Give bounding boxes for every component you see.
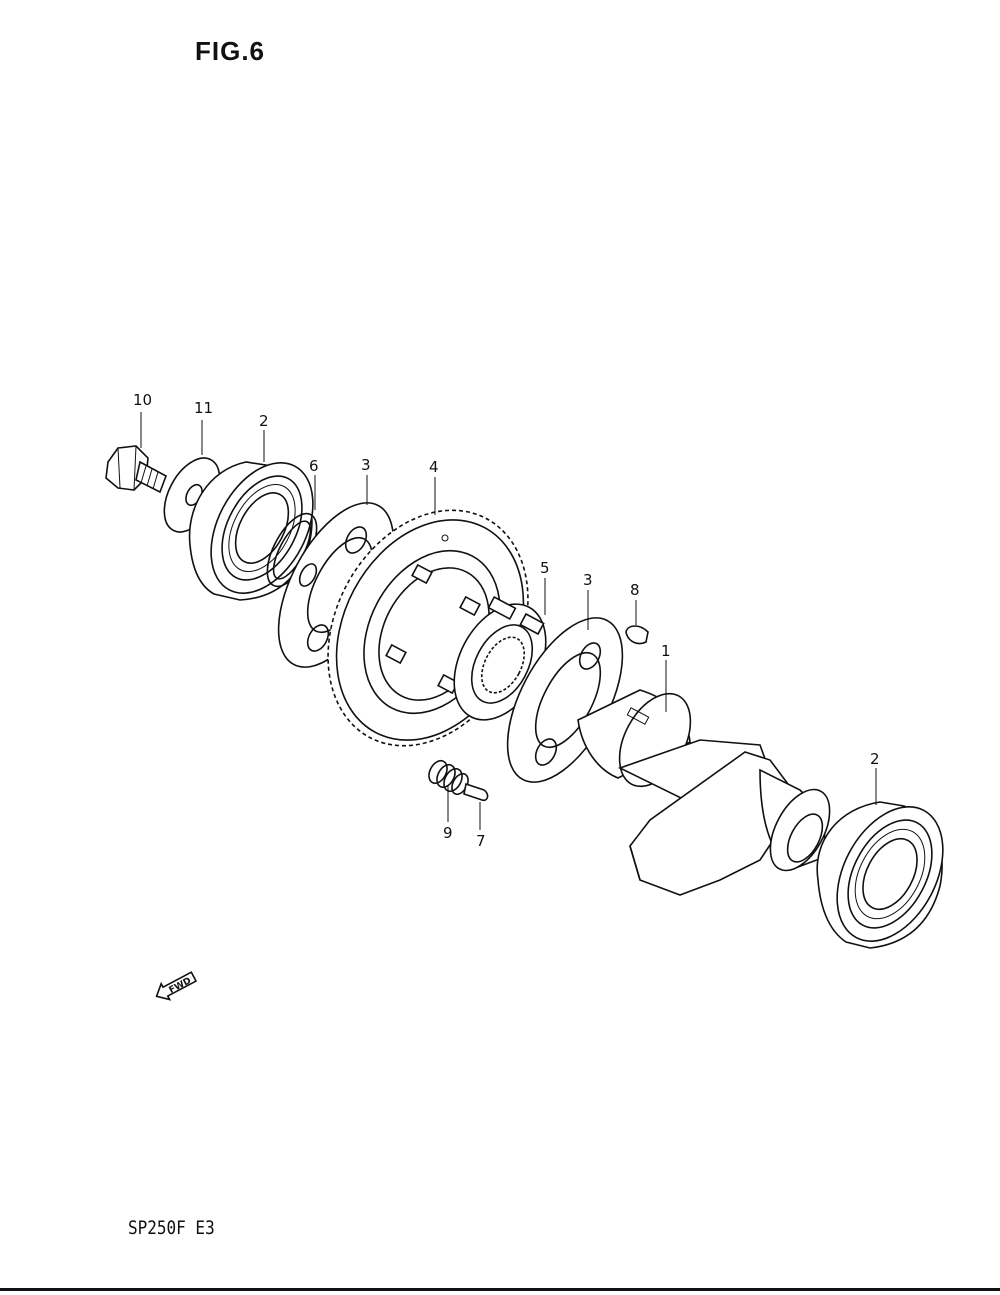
bolt-part [105,445,167,494]
bearing-left-part [188,461,314,601]
model-code: SP250F E3 [128,1216,215,1239]
bearing-right-part [816,801,944,949]
callout-9: 9 [443,824,453,842]
balancer-shaft-part [577,689,831,896]
callout-1: 1 [661,642,671,660]
pin-part [463,782,489,802]
forward-arrow-icon: FWD [155,971,198,1001]
figure-title: FIG.6 [195,36,266,66]
callout-4: 4 [429,458,439,476]
callout-2-left: 2 [259,412,269,430]
callout-10: 10 [133,391,152,409]
leader-lines [140,412,877,830]
callout-3-right: 3 [583,571,593,589]
callout-11: 11 [194,399,213,417]
key-part [625,625,649,645]
callout-6: 6 [309,457,319,475]
bottom-rule [0,1288,1000,1291]
callout-8: 8 [630,581,640,599]
callout-5: 5 [540,559,550,577]
callout-2-right: 2 [870,750,880,768]
callout-3-left: 3 [361,456,371,474]
callout-7: 7 [476,832,486,850]
